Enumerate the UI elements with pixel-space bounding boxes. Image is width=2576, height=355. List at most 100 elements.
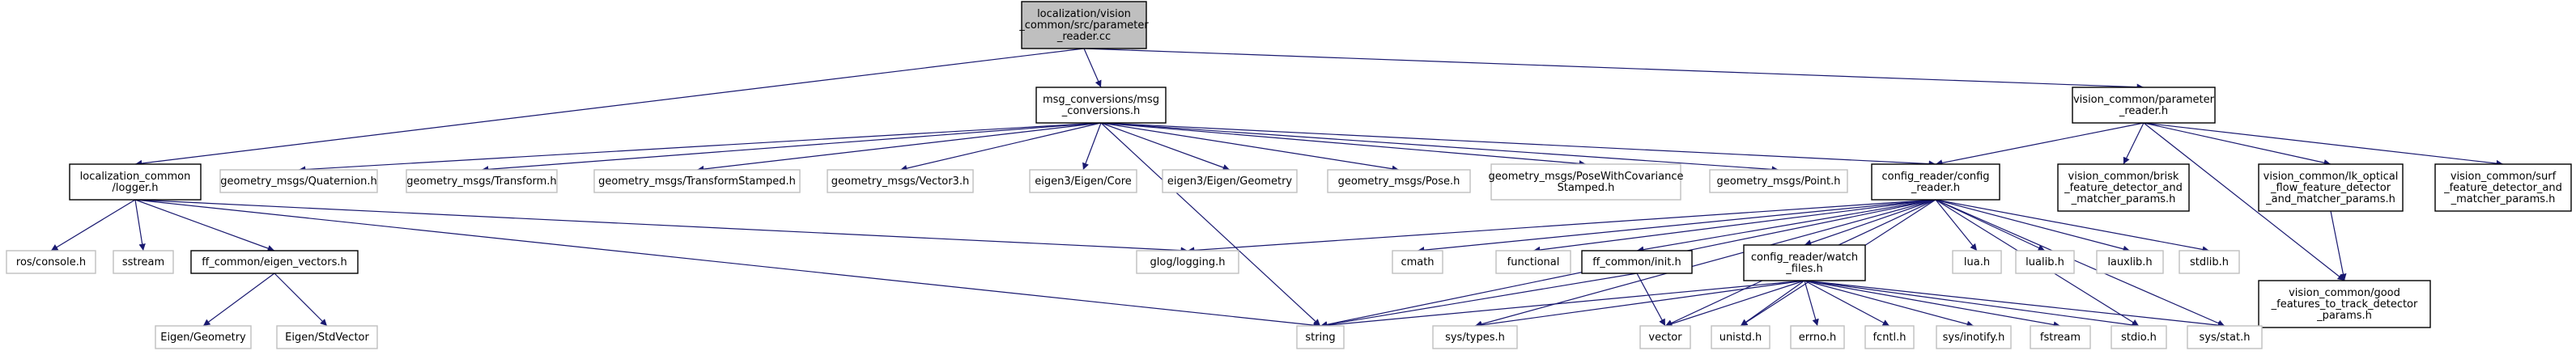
node-vector: vector (1639, 325, 1691, 349)
edge-msg_conversions-to-string (1100, 122, 1321, 327)
node-label-line: errno.h (1799, 332, 1837, 344)
edge-group (1417, 199, 1936, 254)
node-good-features[interactable]: vision_common/good_features_to_track_det… (2258, 280, 2431, 328)
node-config-reader[interactable]: config_reader/config_reader.h (1871, 163, 2000, 201)
node-parameter-reader[interactable]: vision_common/parameter_reader.h (2072, 87, 2216, 124)
node-label-line: localization_common (80, 171, 191, 183)
node-label-line: _common/src/parameter (1018, 19, 1149, 32)
node-box (1136, 250, 1239, 274)
node-label-line: stdlib.h (2190, 256, 2229, 268)
node-label-line: _matcher_params.h (2451, 193, 2556, 205)
edge-group (1935, 199, 2210, 253)
node-label-line: eigen3/Eigen/Core (1035, 175, 1132, 188)
node-surf[interactable]: vision_common/surf_feature_detector_and_… (2434, 163, 2572, 212)
node-sstream: sstream (113, 250, 174, 274)
node-init[interactable]: ff_common/init.h (1581, 250, 1693, 274)
edge-group (1083, 48, 2145, 91)
edge-msg_conversions-to-pose_cov (1100, 122, 1587, 167)
node-label-line: /logger.h (113, 182, 159, 194)
node-box (2057, 163, 2190, 212)
node-label-line: vision_common/good (2289, 287, 2400, 299)
node-label-line: _params.h (2316, 310, 2372, 322)
node-box (155, 325, 252, 349)
node-box (1743, 244, 1866, 281)
edge-logger-to-glog (134, 199, 1188, 254)
edge-msg_conversions-to-transform (481, 122, 1102, 173)
edge-config_reader-to-sys_stat (1935, 199, 2225, 327)
edge-group (134, 199, 1321, 329)
edge-config_reader-to-init (1636, 199, 1936, 253)
node-brisk[interactable]: vision_common/brisk_feature_detector_and… (2057, 163, 2190, 212)
node-label-line: geometry_msgs/PoseWithCovariance (1489, 171, 1684, 183)
edge-group (134, 199, 146, 251)
node-box (276, 325, 378, 349)
node-logger[interactable]: localization_common/logger.h (69, 163, 202, 201)
node-box (2434, 163, 2572, 212)
node-label-line: geometry_msgs/Vector3.h (831, 175, 969, 188)
node-lua: lua.h (1952, 250, 2002, 274)
node-watch-files[interactable]: config_reader/watch_files.h (1743, 244, 1866, 281)
node-label-line: lauxlib.h (2107, 256, 2152, 268)
edge-watch_files-to-sys_types (1474, 280, 1805, 329)
node-lk-optical[interactable]: vision_common/lk_optical_flow_feature_de… (2258, 163, 2404, 212)
node-box (190, 250, 359, 274)
node-label-line: fcntl.h (1872, 332, 1906, 344)
node-msg-conversions[interactable]: msg_conversions/msg_conversions.h (1035, 87, 1167, 124)
node-pose-cov: geometry_msgs/PoseWithCovarianceStamped.… (1489, 163, 1684, 201)
edge-group (1187, 199, 1936, 254)
node-box (2258, 163, 2404, 212)
node-label-line: cmath (1401, 256, 1434, 268)
edge-logger-to-string (134, 199, 1321, 329)
edge-init-to-string (1320, 273, 1638, 328)
node-label-line: vision_common/brisk (2068, 171, 2179, 183)
node-box (6, 250, 96, 274)
node-label-line: _reader.cc (1056, 31, 1111, 43)
node-box (2111, 325, 2167, 349)
node-label-line: _and_matcher_params.h (2265, 193, 2395, 205)
dependency-edges (50, 48, 2504, 329)
node-eigen-vectors[interactable]: ff_common/eigen_vectors.h (190, 250, 359, 274)
edge-group (2143, 122, 2332, 167)
node-vector3: geometry_msgs/Vector3.h (827, 169, 974, 193)
node-glog: glog/logging.h (1136, 250, 1239, 274)
node-label-line: _feature_detector_and (2064, 182, 2183, 194)
node-box (1864, 325, 1915, 349)
node-fcntl: fcntl.h (1864, 325, 1915, 349)
node-box (1581, 250, 1693, 274)
node-label-line: _reader.h (1911, 182, 1960, 194)
edge-group (1100, 122, 1231, 171)
node-transform-stamped: geometry_msgs/TransformStamped.h (593, 169, 801, 193)
node-label-line: glog/logging.h (1150, 256, 1226, 268)
edge-msg_conversions-to-vector3 (899, 122, 1102, 172)
node-root[interactable]: localization/vision_common/src/parameter… (1018, 1, 1149, 49)
edge-group (1804, 280, 2225, 329)
edge-group (1935, 199, 1978, 251)
edge-group (1100, 122, 1321, 327)
edge-logger-to-eigen_vectors (134, 199, 275, 252)
edge-group (2123, 122, 2145, 165)
node-unistd: unistd.h (1711, 325, 1770, 349)
node-box (1790, 325, 1845, 349)
edge-group (481, 122, 1102, 173)
edge-lk_optical-to-good_features (2330, 210, 2347, 281)
edge-config_reader-to-sys_types (1474, 199, 1936, 328)
edge-group (1474, 199, 1936, 328)
edge-config_reader-to-functional (1532, 199, 1936, 254)
node-box (1495, 250, 1571, 274)
node-box (827, 169, 974, 193)
node-box (2258, 280, 2431, 328)
edge-group (202, 273, 275, 327)
node-box (1021, 1, 1147, 49)
edge-group (274, 273, 328, 327)
node-transform: geometry_msgs/Transform.h (406, 169, 558, 193)
node-label-line: fstream (2040, 332, 2081, 344)
node-box (1392, 250, 1443, 274)
edge-parameter_reader-to-good_features (2143, 122, 2345, 281)
edge-config_reader-to-cmath (1417, 199, 1936, 254)
node-box (1952, 250, 2002, 274)
edge-group (1935, 122, 2145, 167)
edge-config_reader-to-lauxlib (1935, 199, 2131, 252)
node-label-line: geometry_msgs/Point.h (1717, 175, 1841, 188)
edge-group (1804, 199, 1936, 247)
node-label-line: Stamped.h (1558, 182, 1615, 194)
